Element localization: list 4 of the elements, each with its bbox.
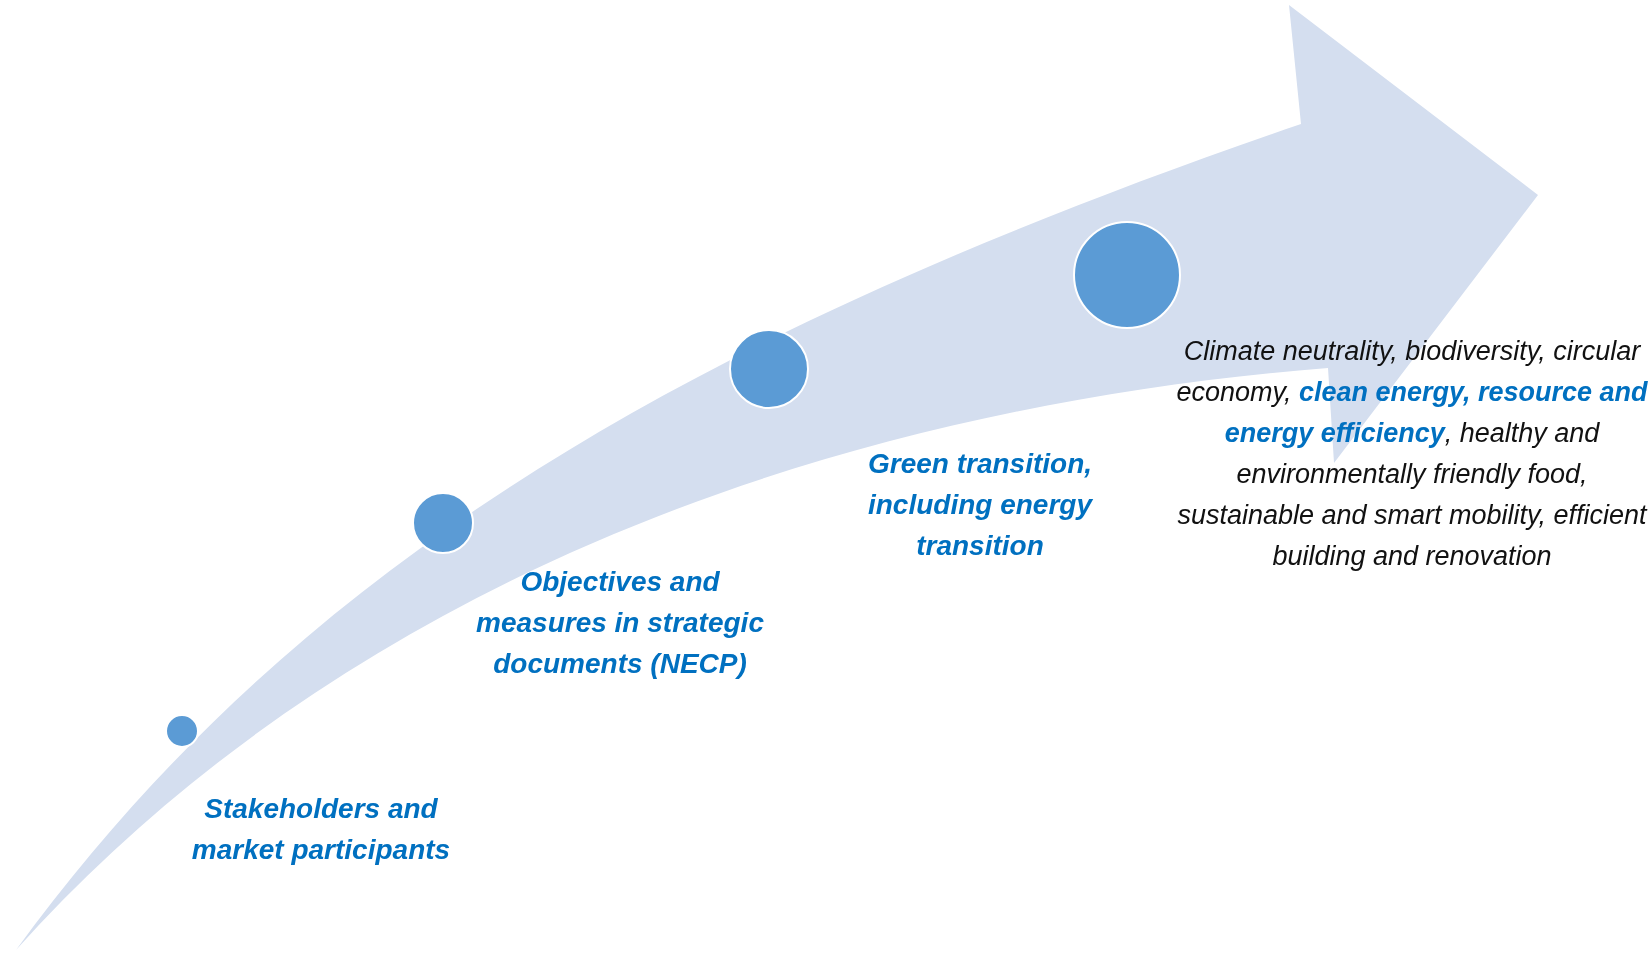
stage-label: Green transition, including energy transition (866, 447, 1094, 563)
stage-label: Objectives and measures in strategic documents (NECP) (475, 565, 765, 681)
stage-label: Stakeholders and market participants (190, 792, 452, 867)
goal-text: Climate neutrality, biodiversity, circular economy, clean energy, resource and energy efficiency, healthy and environmentally friendly food, sustainable and smart mobility, efficient building and renovation (1176, 335, 1648, 573)
